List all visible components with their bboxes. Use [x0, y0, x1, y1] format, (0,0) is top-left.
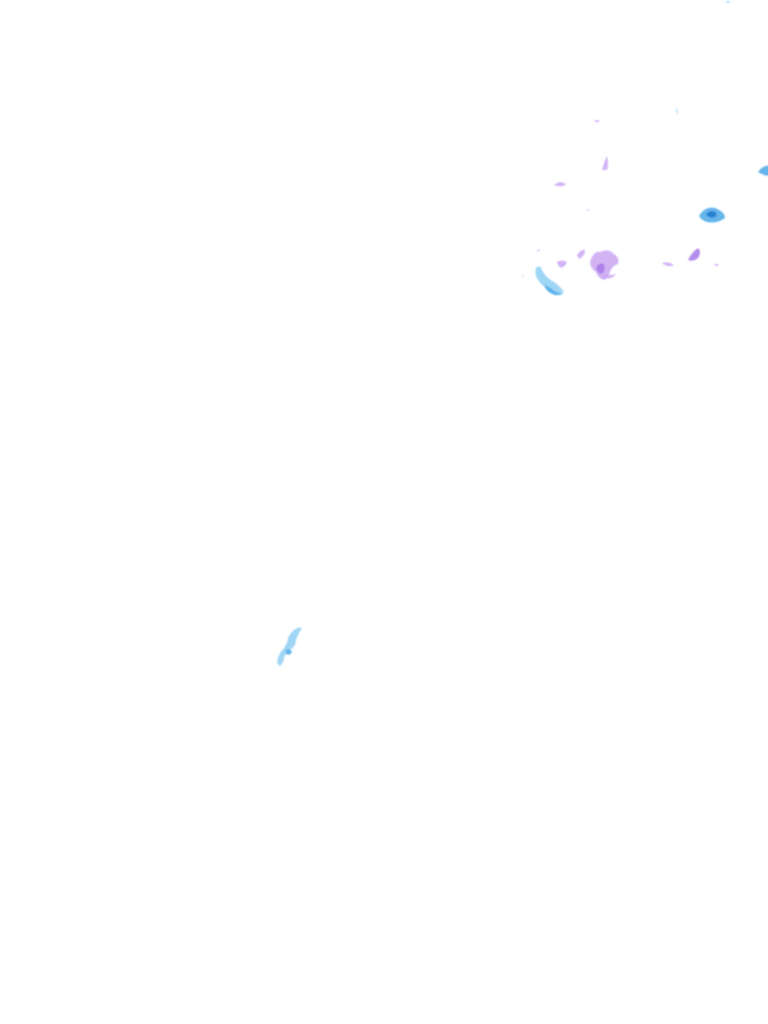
precipitation-cell	[557, 260, 567, 268]
precipitation-cell	[554, 182, 566, 187]
precipitation-cell	[758, 165, 768, 176]
precipitation-cell	[662, 262, 674, 267]
precipitation-cell	[286, 649, 292, 655]
precipitation-cell	[544, 285, 564, 296]
precipitation-cell	[594, 120, 600, 122]
precipitation-cell	[535, 266, 564, 294]
precipitation-cell	[676, 108, 678, 114]
precipitation-cell	[714, 264, 719, 266]
precipitation-cell	[277, 627, 302, 666]
precipitation-cell	[577, 249, 585, 259]
precipitation-cell	[522, 275, 524, 277]
precipitation-cell	[688, 248, 700, 261]
precipitation-cell	[604, 274, 616, 279]
precipitation-cell	[596, 263, 605, 274]
precipitation-cell	[706, 211, 717, 218]
precipitation-cell	[602, 156, 608, 170]
precipitation-cell	[726, 1, 730, 3]
precipitation-cell	[586, 209, 590, 211]
precipitation-cell	[537, 249, 540, 252]
